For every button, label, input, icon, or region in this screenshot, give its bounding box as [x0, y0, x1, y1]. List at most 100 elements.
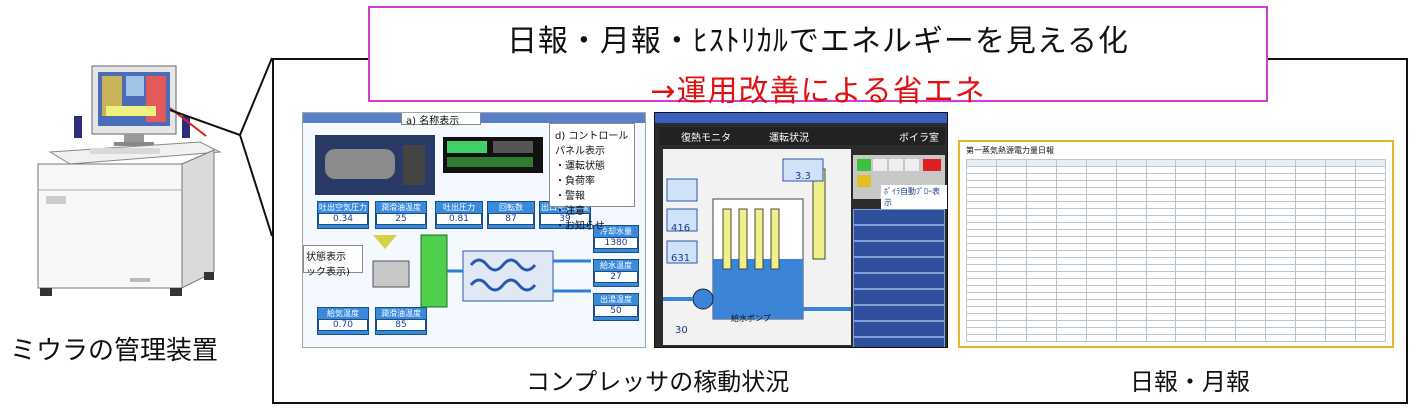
- table-cell: [1325, 194, 1356, 202]
- table-cell: [1025, 229, 1057, 237]
- table-cell: [1265, 299, 1297, 307]
- table-cell: [1295, 201, 1327, 209]
- table-cell: [1325, 285, 1356, 293]
- table-cell: [1085, 320, 1117, 328]
- table-cell: [1055, 278, 1087, 286]
- table-cell: [1205, 187, 1237, 195]
- table-cell: [1205, 334, 1237, 342]
- value-card: 潤滑油温度 25: [375, 201, 427, 229]
- table-cell: [1145, 180, 1177, 188]
- table-cell: [1325, 313, 1356, 321]
- table-cell: [1235, 208, 1267, 216]
- table-cell: [995, 236, 1027, 244]
- table-cell: [1295, 271, 1327, 279]
- table-cell: [1354, 166, 1387, 174]
- table-cell: [966, 271, 997, 279]
- table-cell: [995, 201, 1027, 209]
- table-cell: [1145, 271, 1177, 279]
- table-cell: [1354, 236, 1387, 244]
- table-cell: [1265, 250, 1297, 258]
- table-cell: [1145, 278, 1177, 286]
- table-cell: [1175, 292, 1207, 300]
- table-row: [966, 264, 1387, 272]
- table-cell: [1175, 187, 1207, 195]
- table-cell: [1235, 271, 1267, 279]
- value-row: [853, 305, 945, 321]
- report-title: 第一蒸気熱源電力量日報: [966, 146, 1054, 155]
- table-cell: [1235, 257, 1267, 265]
- value-card: 吐出空気圧力 0.34: [317, 201, 369, 229]
- table-cell: [1025, 173, 1057, 181]
- table-cell: [1205, 278, 1237, 286]
- value-row: [853, 209, 945, 225]
- card-label: 給水温度: [600, 261, 632, 270]
- table-cell: [1265, 271, 1297, 279]
- boiler-title: 復熱モニタ: [681, 133, 731, 144]
- value-row: [853, 273, 945, 289]
- table-cell: [1055, 320, 1087, 328]
- table-cell: [1325, 159, 1356, 167]
- table-cell: [1295, 187, 1327, 195]
- table-cell: [1115, 236, 1147, 244]
- table-cell: [1205, 243, 1237, 251]
- table-cell: [1115, 215, 1147, 223]
- table-row: [966, 313, 1387, 321]
- table-cell: [1025, 320, 1057, 328]
- table-cell: [1325, 201, 1356, 209]
- compressor-monitor-screenshot: 吐出空気圧力 0.34 潤滑油温度 25 吐出圧力 0.81 回転数 87 出口…: [302, 112, 646, 348]
- table-cell: [1175, 285, 1207, 293]
- table-cell: [1354, 257, 1387, 265]
- table-cell: [1085, 208, 1117, 216]
- table-cell: [1175, 173, 1207, 181]
- table-cell: [1205, 313, 1237, 321]
- table-cell: [995, 194, 1027, 202]
- table-cell: [1115, 278, 1147, 286]
- table-row: [966, 229, 1387, 237]
- table-cell: [1115, 320, 1147, 328]
- table-cell: [995, 257, 1027, 265]
- table-cell: [1085, 243, 1117, 251]
- table-row: [966, 236, 1387, 244]
- table-cell: [995, 271, 1027, 279]
- table-cell: [966, 208, 997, 216]
- table-cell: [1235, 278, 1267, 286]
- headline-banner: 日報・月報・ﾋｽﾄﾘｶﾙでエネルギーを見える化 →運用改善による省エネ: [368, 6, 1268, 109]
- table-cell: [1145, 250, 1177, 258]
- card-value: 85: [376, 319, 426, 331]
- table-cell: [1205, 292, 1237, 300]
- card-label: 出湯温度: [600, 295, 632, 304]
- table-row: [966, 208, 1387, 216]
- value-card: 潤滑油温度 85: [375, 307, 427, 335]
- table-cell: [1325, 173, 1356, 181]
- table-cell: [1205, 222, 1237, 230]
- table-cell: [1295, 264, 1327, 272]
- table-cell: [1354, 187, 1387, 195]
- callout-control-panel: d) コントロール パネル表示 ・運転状態 ・負荷率 ・警報 ・注意 ・お知らせ: [549, 123, 635, 232]
- table-cell: [1325, 243, 1356, 251]
- table-cell: [1025, 159, 1057, 167]
- table-cell: [1295, 320, 1327, 328]
- table-cell: [1325, 236, 1356, 244]
- table-cell: [1025, 313, 1057, 321]
- table-row: [966, 257, 1387, 265]
- table-cell: [1354, 320, 1387, 328]
- table-cell: [1205, 201, 1237, 209]
- table-cell: [1025, 292, 1057, 300]
- table-cell: [1145, 320, 1177, 328]
- table-cell: [966, 285, 997, 293]
- table-cell: [1115, 222, 1147, 230]
- banner-line-2: →運用改善による省エネ: [650, 74, 986, 109]
- table-cell: [1085, 327, 1117, 335]
- table-cell: [1175, 257, 1207, 265]
- table-cell: [966, 334, 997, 342]
- table-cell: [1354, 243, 1387, 251]
- table-cell: [966, 278, 997, 286]
- callout-item: ・運転状態: [555, 161, 605, 172]
- card-label: 潤滑油温度: [381, 203, 421, 212]
- table-cell: [1295, 173, 1327, 181]
- table-cell: [1295, 313, 1327, 321]
- table-cell: [1085, 222, 1117, 230]
- table-cell: [1025, 180, 1057, 188]
- table-cell: [966, 292, 997, 300]
